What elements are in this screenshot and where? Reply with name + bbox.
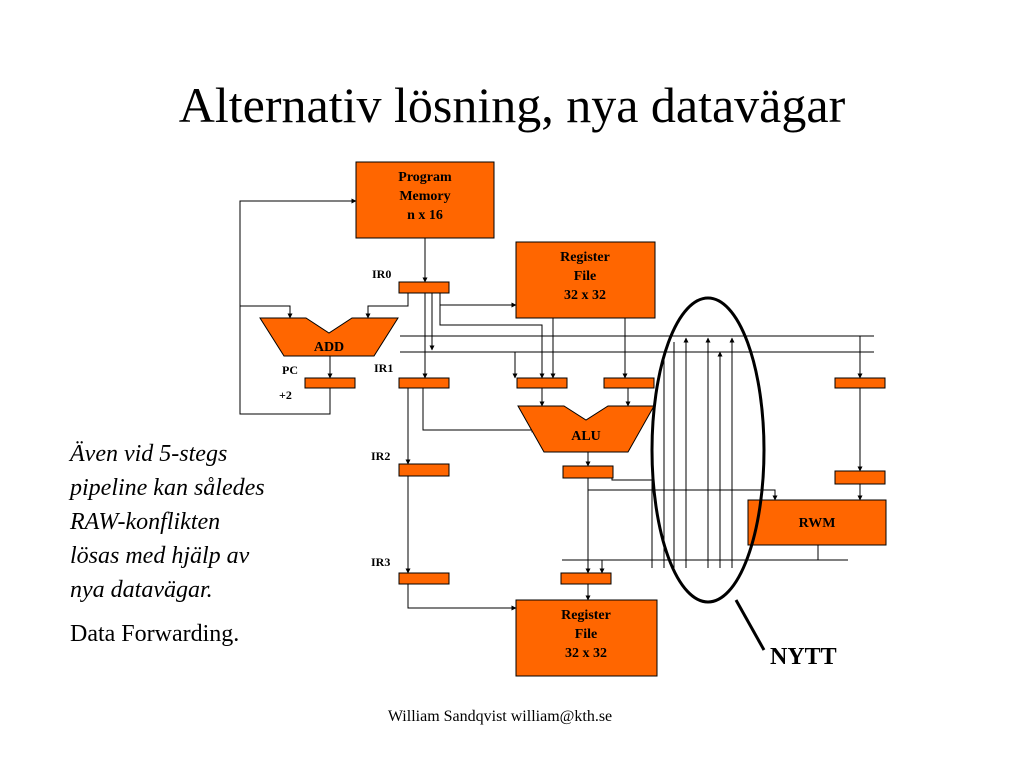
rwm-block: RWM [747, 499, 887, 546]
register-file-top-label-2: File [574, 269, 597, 284]
body-line-4: lösas med hjälp av [70, 543, 250, 570]
store-data-register [834, 377, 886, 389]
writeback-register [560, 572, 612, 585]
ir3-to-regfile-wire [407, 584, 517, 611]
register-file-top-label-3: 32 x 32 [564, 288, 606, 303]
new-paths-highlight [650, 296, 766, 604]
alu-unit: ALU [517, 405, 655, 453]
rwm-label: RWM [799, 516, 836, 531]
pc-register [304, 377, 356, 389]
register-file-bottom-label-1: Register [561, 608, 611, 623]
result-side-wire [611, 470, 652, 481]
alu-result-register [562, 465, 614, 479]
pc-label: PC [282, 363, 298, 377]
register-file-top-block: Register File 32 x 32 [515, 241, 656, 319]
rwm-input-register [834, 470, 886, 485]
register-file-bottom-label-3: 32 x 32 [565, 646, 607, 661]
alu-label: ALU [571, 429, 601, 444]
register-file-bottom-block: Register File 32 x 32 [515, 599, 658, 677]
ir2-register [398, 463, 450, 477]
ir3-register [398, 572, 450, 585]
operand-a-register [516, 377, 568, 389]
pc-to-add-wire [240, 305, 293, 319]
pc-feedback-wire [239, 198, 357, 415]
ir0-to-regfile-wire [439, 293, 517, 308]
ir1-label: IR1 [374, 361, 393, 375]
program-memory-label-2: Memory [399, 189, 450, 204]
body-line-2: pipeline kan således [70, 475, 265, 502]
annotation-label: NYTT [770, 644, 837, 670]
ir1-register [398, 377, 450, 389]
datapath-wires [239, 198, 874, 611]
body-line-3: RAW-konflikten [70, 509, 221, 536]
register-file-top-label-1: Register [560, 250, 610, 265]
ir3-label: IR3 [371, 555, 390, 569]
program-memory-label-3: n x 16 [407, 208, 443, 223]
pipeline-registers [304, 281, 886, 585]
ir0-label: IR0 [372, 267, 391, 281]
program-memory-block: Program Memory n x 16 [355, 161, 495, 239]
add-unit: ADD [259, 317, 399, 357]
slide-body: Även vid 5-stegs pipeline kan således RA… [70, 437, 370, 661]
program-memory-label-1: Program [398, 170, 452, 185]
annotation-pointer [734, 599, 766, 651]
slide-title: Alternativ lösning, nya datavägar [178, 77, 846, 133]
ir0-register [398, 281, 450, 294]
result-to-rwm-wire [588, 489, 778, 501]
body-note: Data Forwarding. [70, 621, 240, 648]
ir2-label: IR2 [371, 449, 390, 463]
body-line-5: nya datavägar. [70, 577, 213, 604]
slide-footer: William Sandqvist william@kth.se [387, 708, 613, 725]
ir1-to-alu-wire [422, 388, 537, 433]
add-label: ADD [314, 340, 344, 355]
register-file-bottom-label-2: File [575, 627, 598, 642]
plus2-label: +2 [279, 388, 292, 402]
ir0-to-add-wire [365, 293, 409, 319]
operand-b-register [603, 377, 655, 389]
body-line-1: Även vid 5-stegs [70, 441, 228, 467]
